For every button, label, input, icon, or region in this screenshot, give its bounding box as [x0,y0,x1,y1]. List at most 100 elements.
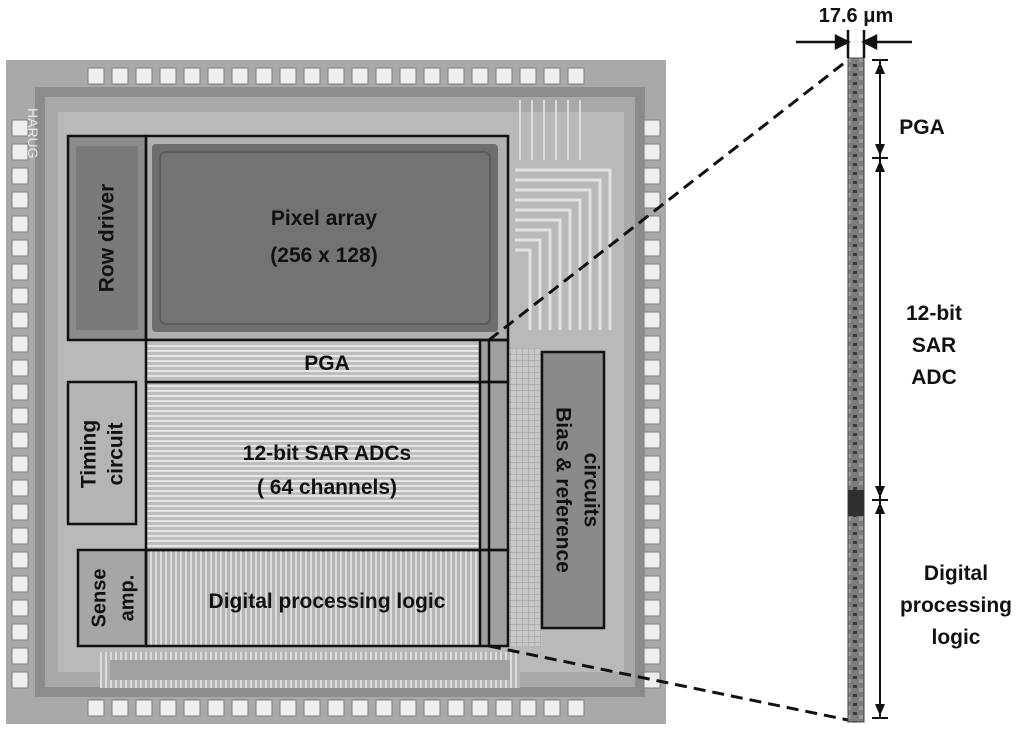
column-digital-label-1: Digital [924,562,988,585]
bond-pad [159,67,177,85]
bond-pad [643,311,661,329]
zoomed-strip-dark-band [848,490,864,516]
bond-pad [643,623,661,641]
bond-pad [519,67,537,85]
bond-pad [11,119,29,137]
bond-pad [279,699,297,717]
bias-fill [542,352,604,628]
bond-pad [207,67,225,85]
column-adc-label-3: ADC [911,366,957,389]
bond-pad [543,699,561,717]
bond-pad [643,335,661,353]
digital-label: Digital processing logic [209,590,446,613]
bond-pad [643,647,661,665]
column-digital-label-3: logic [931,626,980,649]
bond-pad [643,407,661,425]
bond-pad [11,143,29,161]
adc-label-1: 12-bit SAR ADCs [243,442,411,465]
bond-pad [11,359,29,377]
pga-fill [146,340,480,382]
sense-label-1: Sense [88,569,110,628]
bond-pad [11,647,29,665]
column-digital-label-2: processing [900,594,1012,617]
bond-pad [643,527,661,545]
bond-pad [231,67,249,85]
bond-pad [11,335,29,353]
bond-pad [519,699,537,717]
bond-pad [11,671,29,689]
bond-pad [11,383,29,401]
grid-area [508,348,542,646]
bond-pad [11,407,29,425]
zoom-line-bottom [488,644,849,722]
row-driver-inner [76,146,138,330]
bond-pad [255,699,273,717]
bond-pad [87,699,105,717]
bond-pad [135,699,153,717]
bond-pad [399,67,417,85]
bond-pad [643,599,661,617]
column-adc-label-1: 12-bit [906,302,962,325]
bond-pad [643,263,661,281]
bond-pad [135,67,153,85]
bond-pad [255,67,273,85]
bond-pad [643,191,661,209]
arrow-digital-down [875,704,885,716]
bond-pad [303,67,321,85]
bond-pad [643,575,661,593]
die-mark: HARUG [25,108,41,159]
bond-pad [11,455,29,473]
sense-fill [78,550,146,646]
bond-pad [11,551,29,569]
bond-pad [351,67,369,85]
right-wiring [515,168,612,330]
bond-pad [495,67,513,85]
width-arrow-right-head [861,33,878,51]
bond-pad [11,527,29,545]
bond-pad [11,311,29,329]
bond-pad [567,699,585,717]
bias-outline [540,350,606,630]
bond-pad [11,239,29,257]
bond-pads [11,67,661,717]
arrow-adc-up [875,160,885,172]
pixel-array-label-2: (256 x 128) [270,244,377,267]
bond-pad [87,67,105,85]
sense-label-2: amp. [116,575,138,622]
width-label: 17.6 μm [819,5,894,27]
bond-pad [643,455,661,473]
bond-pad [423,67,441,85]
bond-pad [643,551,661,569]
bond-pad [303,699,321,717]
bond-pad [543,67,561,85]
bond-pad [643,143,661,161]
timing-outline [66,380,138,526]
top-wiring [519,100,581,160]
bond-pad [643,479,661,497]
bond-pad [279,67,297,85]
bond-pad [643,215,661,233]
bond-pad [375,699,393,717]
bond-pad [327,67,345,85]
bond-pad [643,503,661,521]
bond-pad [183,699,201,717]
bond-pad [159,699,177,717]
die-inner-ring [35,87,645,697]
chip-column-slice [480,340,508,646]
arrow-pga-up [875,62,885,74]
bond-pad [375,67,393,85]
bond-pad [447,67,465,85]
column-adc-label-2: SAR [912,334,956,357]
bond-pad [643,383,661,401]
row-driver-label: Row driver [96,184,119,293]
bond-pad [11,479,29,497]
bond-pad [11,263,29,281]
adc-fill [146,382,480,550]
bond-pad [399,699,417,717]
zoomed-column-strip [847,57,865,723]
arrow-adc-down [875,486,885,498]
bond-pad [495,699,513,717]
column-pga-label: PGA [899,116,945,139]
